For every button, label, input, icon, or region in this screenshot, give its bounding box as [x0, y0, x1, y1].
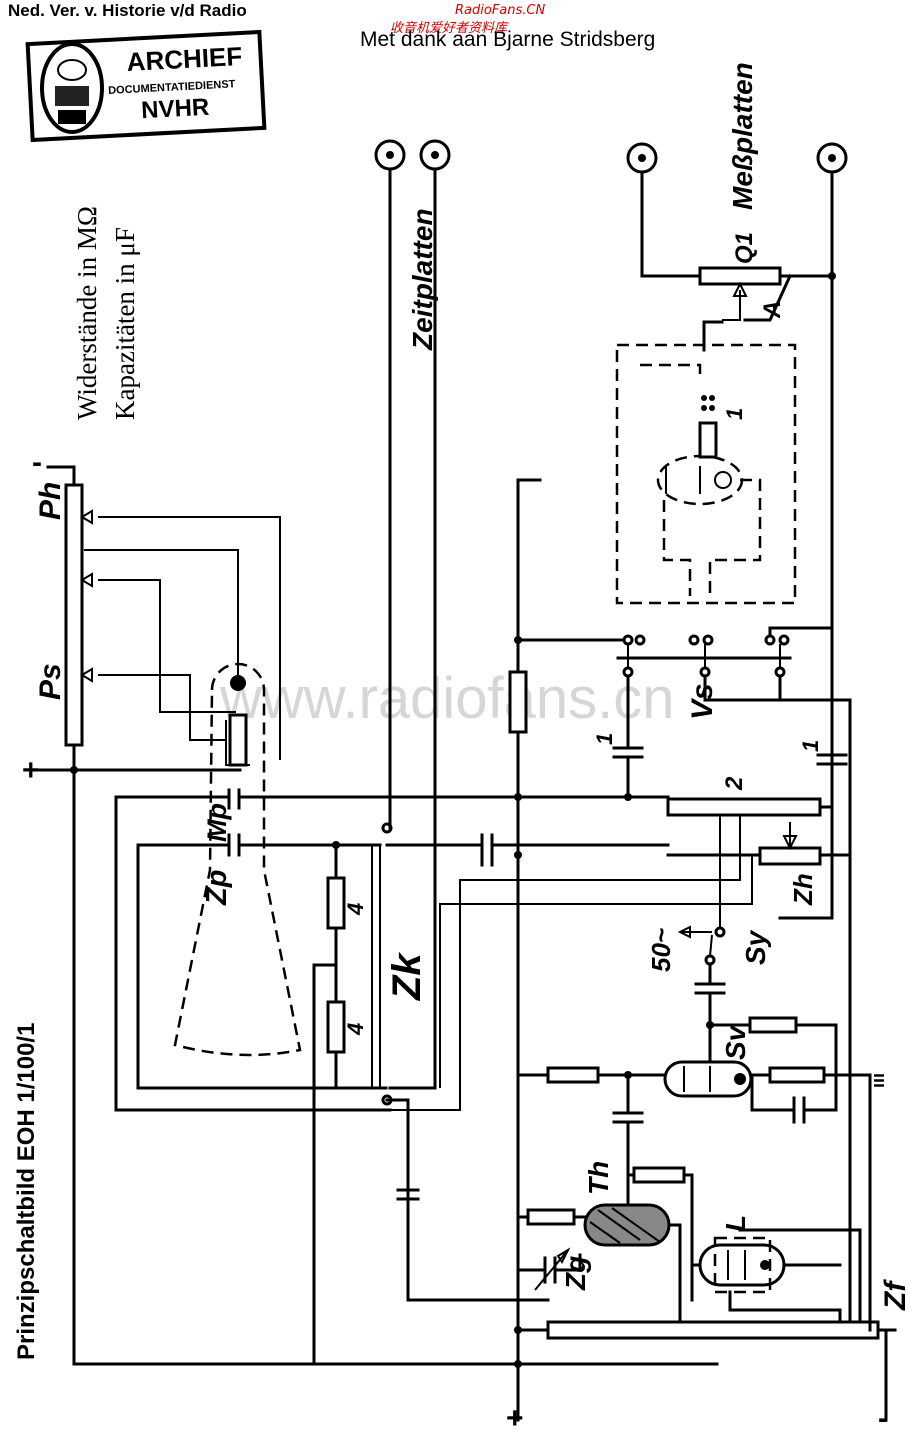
label-fifty: 50~: [646, 928, 676, 972]
zh-potentiometer: [758, 846, 822, 866]
label-ps: Ps: [34, 663, 67, 700]
label-th: Th: [583, 1161, 614, 1195]
supply-resistor-bar: [64, 483, 84, 747]
label-tube-1: 1: [722, 408, 747, 420]
label-q1: Q1: [731, 232, 758, 264]
supply-divider: Ph Ps - +: [22, 446, 719, 1366]
label-r4-lower: 4: [343, 1023, 368, 1036]
th-stage: Th Zg: [516, 1161, 694, 1332]
archive-stamp: ARCHIEF DOCUMENTATIEDIENST NVHR: [25, 29, 267, 143]
zf-divider: Zf + -: [506, 1073, 912, 1434]
label-cap1-left: 1: [592, 733, 617, 745]
label-zk: Zk: [385, 952, 429, 1001]
q1-potentiometer: [698, 266, 782, 286]
label-minus-top: -: [32, 446, 42, 479]
ground-mark: ııı: [868, 1073, 888, 1088]
zeitplatten-terminals: Zeitplatten: [374, 139, 451, 1090]
sweep-section: 1 1 2 Zh 50~ Sy: [390, 478, 852, 1422]
stamp-line1: ARCHIEF: [126, 41, 243, 77]
label-plus-bottom: +: [506, 1402, 524, 1434]
zk-resistor-upper: [326, 876, 346, 930]
label-sy: Sy: [740, 929, 771, 965]
thanks-text: Met dank aan Bjarne Stridsberg: [360, 28, 655, 51]
zf-resistor: [546, 1320, 880, 1340]
label-pot-2: 2: [721, 776, 748, 791]
pot-2: [666, 797, 822, 817]
label-zh: Zh: [788, 873, 818, 906]
anode-resistor: [508, 670, 528, 734]
watermark-text: www.radiofans.cn: [219, 666, 675, 731]
label-vs: Vs: [686, 683, 719, 720]
source-site-cn-text: 收音机爱好者资料库: [390, 20, 509, 36]
capacitor-units-note: Kapazitäten in μF: [110, 227, 140, 420]
label-a: A: [759, 301, 786, 319]
plate-wiring: 4 4 Zk: [114, 795, 670, 1366]
stamp-tube-logo: [40, 42, 104, 134]
label-zf: Zf: [879, 1279, 912, 1311]
l-tube: [698, 1243, 786, 1287]
source-site-text: RadioFans.CN: [455, 3, 545, 18]
label-r4-upper: 4: [343, 903, 368, 916]
label-minus-bottom: -: [878, 1402, 888, 1434]
label-cap1-right: 1: [798, 740, 823, 752]
l-stage: L: [690, 1215, 862, 1322]
vs-switch: Vs: [516, 626, 852, 1322]
diagram-title: Prinzipschaltbild EOH 1/100/1: [13, 1023, 40, 1360]
zk-resistor-lower: [326, 1000, 346, 1054]
stamp-line3: NVHR: [141, 94, 210, 125]
label-messplatten: Meßplatten: [727, 62, 758, 210]
amplifier-shield: [615, 343, 797, 605]
stamp-line2: DOCUMENTATIEDIENST: [108, 78, 236, 97]
label-mp: Mp: [202, 803, 232, 842]
label-zp: Zp: [201, 870, 233, 906]
label-zg: Zg: [560, 1256, 591, 1291]
archive-header-text: Ned. Ver. v. Historie v/d Radio: [8, 1, 247, 20]
label-ph: Ph: [34, 482, 67, 520]
messplatten-section: Q1 A Meßplatten 1: [615, 62, 848, 920]
label-l: L: [720, 1215, 751, 1232]
sv-stage: Sv ııı: [516, 1024, 888, 1207]
resistor-units-note: Widerstände in MΩ: [72, 206, 102, 420]
label-zeitplatten: Zeitplatten: [407, 208, 438, 351]
amp-grid-resistor: [698, 421, 718, 459]
label-plus-left: +: [22, 754, 40, 787]
label-sv: Sv: [720, 1024, 751, 1060]
